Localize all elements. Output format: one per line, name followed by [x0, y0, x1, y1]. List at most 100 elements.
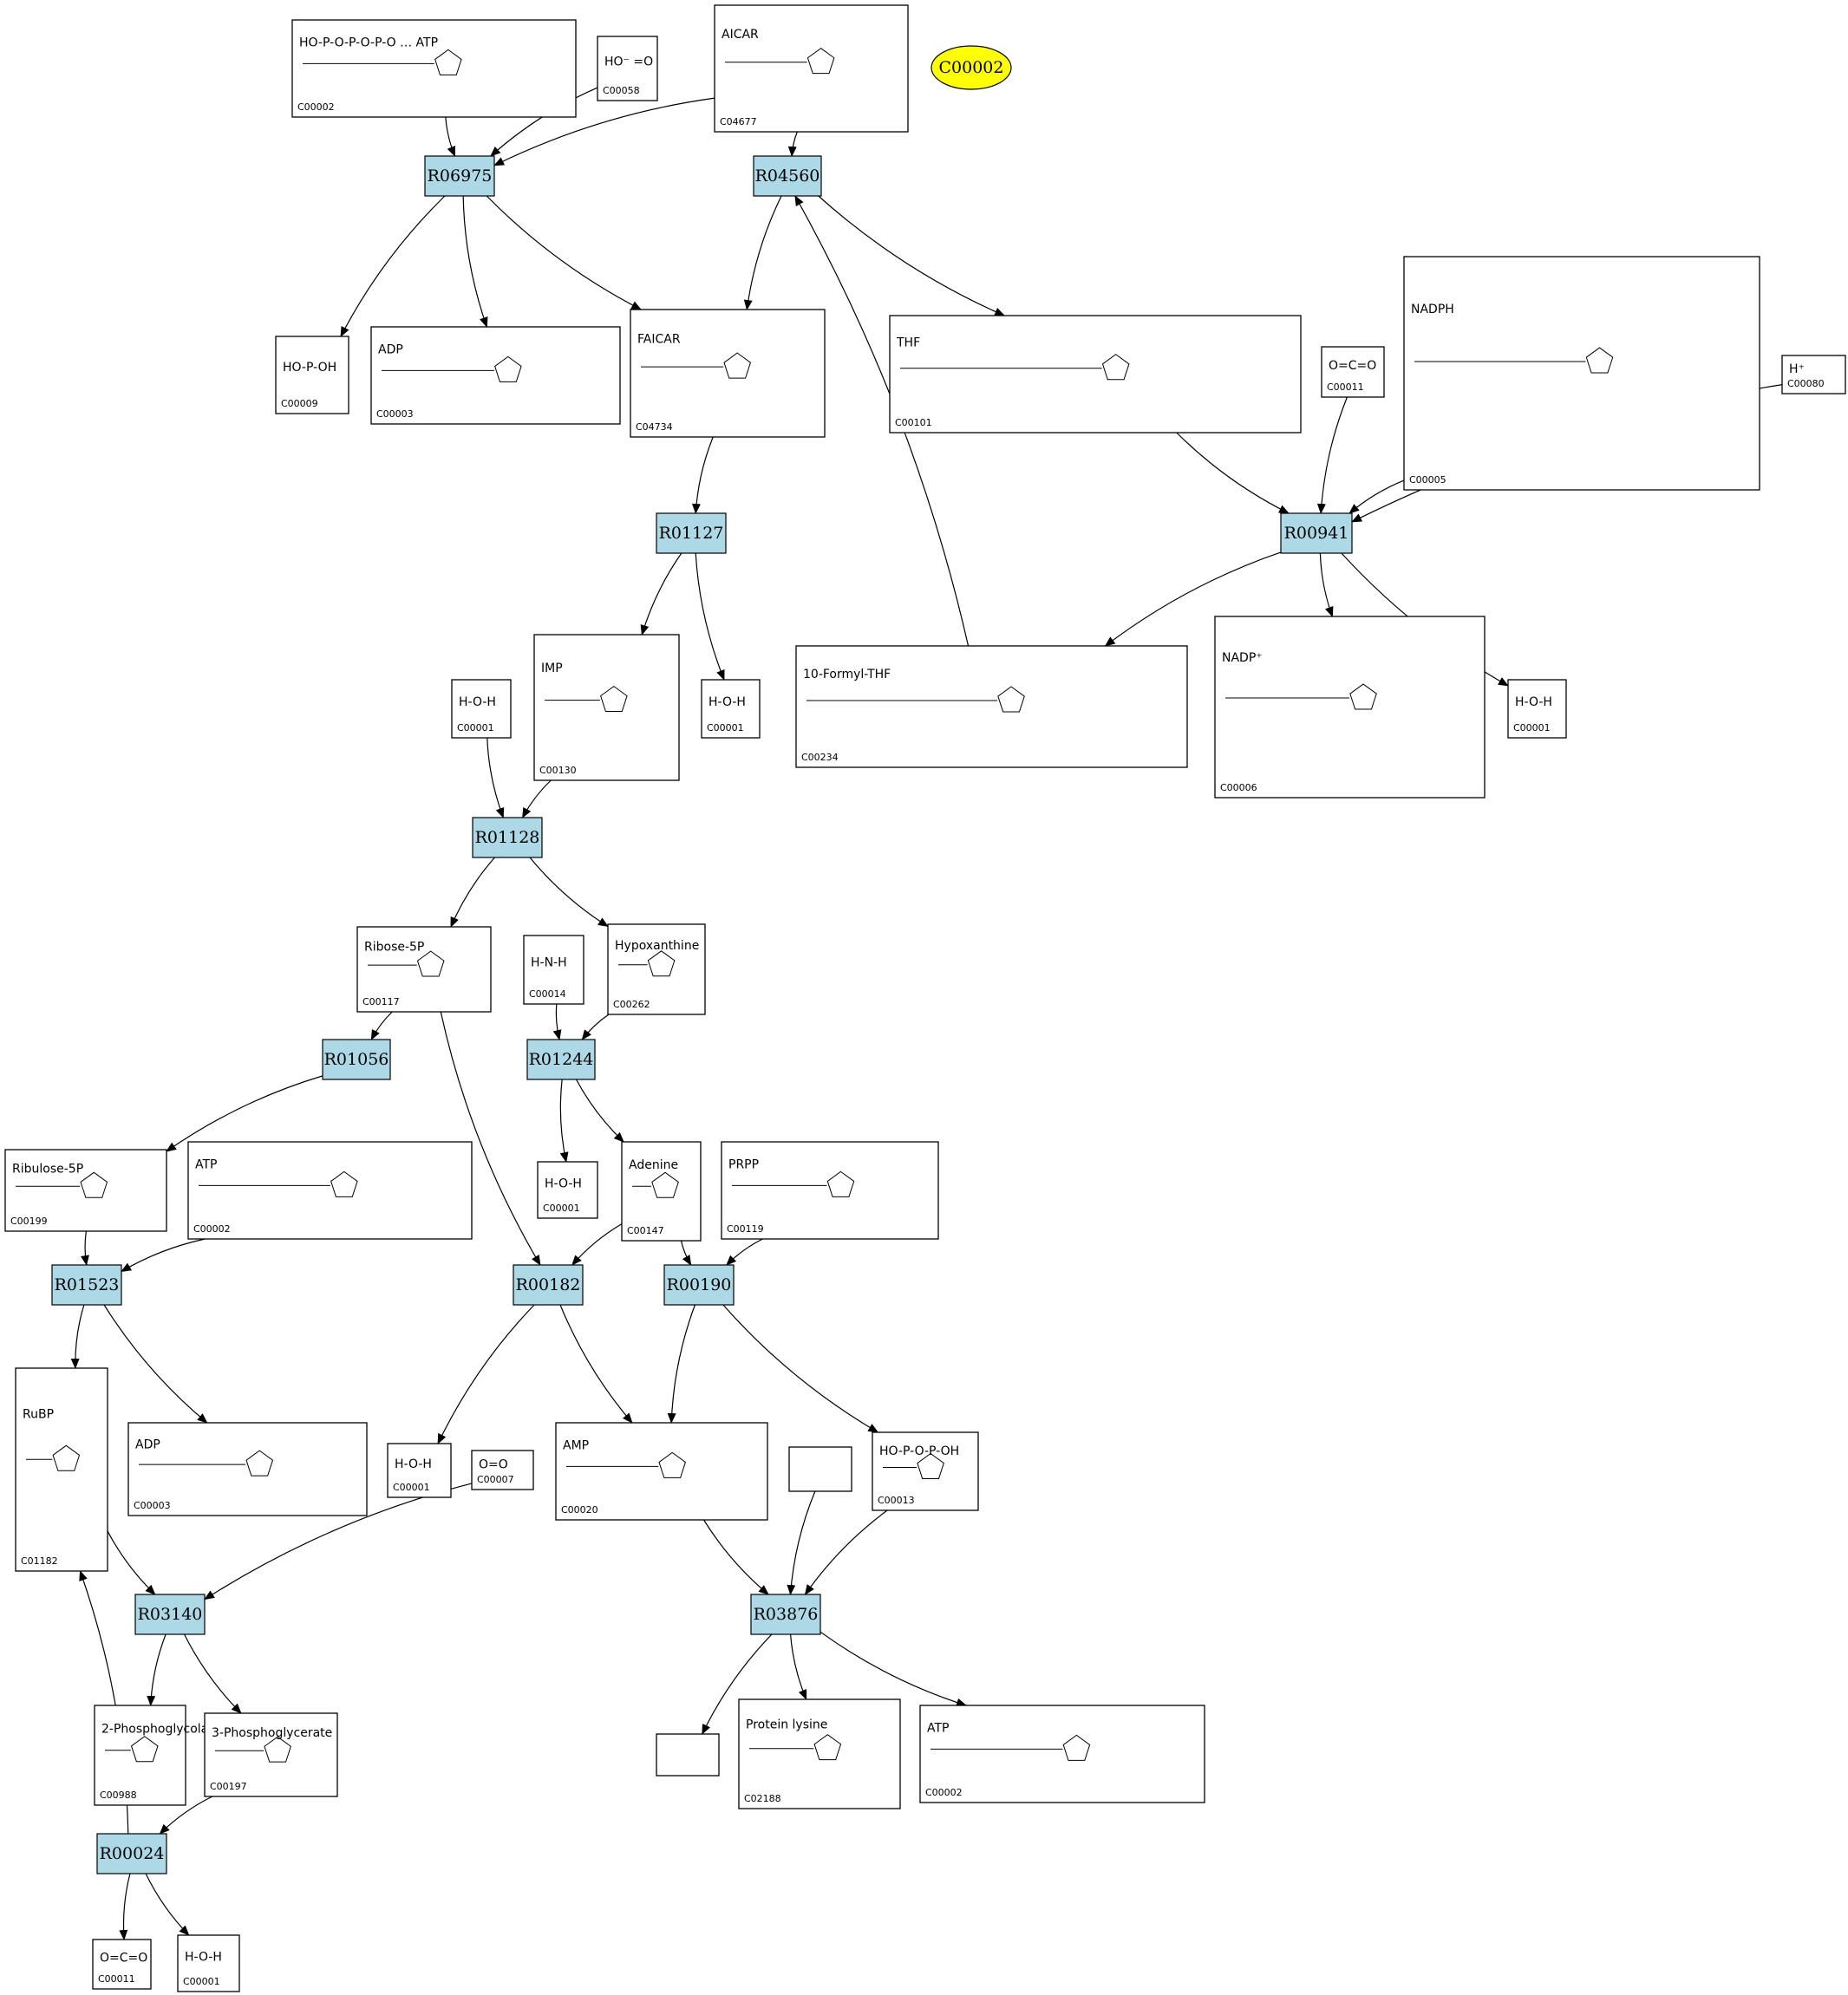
- reaction-node[interactable]: R01127: [656, 512, 727, 554]
- structure-text: Ribulose-5P: [12, 1163, 83, 1177]
- reaction-box: [51, 1264, 122, 1306]
- reaction-node[interactable]: R03140: [134, 1594, 206, 1635]
- reaction-node[interactable]: R01128: [472, 817, 543, 858]
- structure-text: 3-Phosphoglycerate: [212, 1726, 332, 1740]
- compound-node[interactable]: H⁺C00080: [1781, 355, 1846, 394]
- reaction-edge: [70, 1304, 85, 1369]
- reaction-label: R00182: [516, 1275, 581, 1294]
- compound-node[interactable]: H-O-H C00001: [387, 1443, 452, 1498]
- structure-text: O=C=O: [1329, 359, 1376, 373]
- reaction-edge: [103, 1304, 208, 1424]
- compound-id-label: C00001: [393, 1482, 430, 1493]
- structure-text: 10-Formyl-THF: [803, 668, 891, 681]
- reaction-edge: [691, 436, 714, 514]
- reaction-node[interactable]: R00182: [513, 1264, 584, 1306]
- compound-box: [872, 1431, 979, 1511]
- structure-drawing: ADP: [135, 1438, 274, 1477]
- compound-id-label: C00234: [801, 752, 839, 763]
- compound-node[interactable]: [788, 1446, 852, 1492]
- compound-box: [127, 1422, 368, 1516]
- structure-text: H-O-H: [185, 1950, 222, 1964]
- compound-node[interactable]: 10-Formyl-THF C00234: [795, 645, 1188, 768]
- reaction-node[interactable]: R03876: [750, 1594, 821, 1635]
- ring-shape: [647, 950, 676, 977]
- compound-id-label: C00002: [297, 101, 335, 113]
- structure-text: ADP: [135, 1438, 160, 1452]
- reaction-node[interactable]: R00024: [96, 1833, 167, 1874]
- compound-id-label: C00119: [727, 1223, 764, 1235]
- reaction-node[interactable]: R00941: [1280, 512, 1353, 554]
- compound-id-label: C00001: [183, 1976, 220, 1987]
- reaction-node[interactable]: R01056: [322, 1039, 391, 1080]
- structure-drawing: O=C=O: [1329, 359, 1376, 373]
- structure-drawing: Adenine: [629, 1158, 679, 1198]
- reaction-edge: [450, 857, 495, 928]
- structure-drawing: Hypoxanthine: [615, 939, 699, 977]
- ring-shape: [245, 1450, 274, 1477]
- ring-shape: [264, 1736, 291, 1763]
- compound-node[interactable]: PRPP C00119: [721, 1141, 939, 1240]
- reaction-node[interactable]: R04560: [753, 155, 822, 197]
- structure-drawing: H-O-H: [395, 1457, 432, 1471]
- compound-box: [1321, 346, 1385, 398]
- structure-text: Protein lysine: [746, 1718, 827, 1732]
- compound-node[interactable]: NADP⁺C00006: [1214, 616, 1486, 799]
- reaction-edge: [640, 552, 682, 636]
- reaction-node[interactable]: R00190: [663, 1264, 735, 1306]
- compound-node[interactable]: [656, 1733, 720, 1777]
- reaction-edge: [787, 1490, 816, 1595]
- reaction-edge: [1348, 479, 1405, 514]
- reaction-label: R00190: [667, 1275, 732, 1294]
- compound-id-label: C00001: [1513, 722, 1551, 733]
- ring-shape: [52, 1444, 81, 1471]
- reaction-edge: [462, 195, 488, 328]
- compound-box: [1507, 679, 1567, 739]
- compound-id-label: C00001: [707, 722, 744, 733]
- reaction-node[interactable]: R06975: [424, 155, 495, 197]
- ring-shape: [813, 1734, 842, 1761]
- query-compound-ellipse[interactable]: C00002: [931, 45, 1012, 90]
- compound-node[interactable]: H-O-H C00001: [177, 1934, 240, 1992]
- compound-id-label: C01182: [21, 1555, 58, 1567]
- compound-box: [533, 634, 680, 781]
- structure-drawing: ATP: [927, 1722, 1091, 1761]
- structure-text: Adenine: [629, 1158, 678, 1172]
- structure-drawing: H-O-H: [459, 695, 496, 709]
- reaction-node[interactable]: R01244: [526, 1039, 596, 1080]
- structure-text: HO-P-OH: [283, 361, 336, 375]
- structure-text: HO⁻ =O: [604, 55, 653, 68]
- compound-box: [275, 336, 349, 414]
- structure-drawing: PRPP: [728, 1158, 855, 1197]
- reaction-node[interactable]: R01523: [51, 1264, 122, 1306]
